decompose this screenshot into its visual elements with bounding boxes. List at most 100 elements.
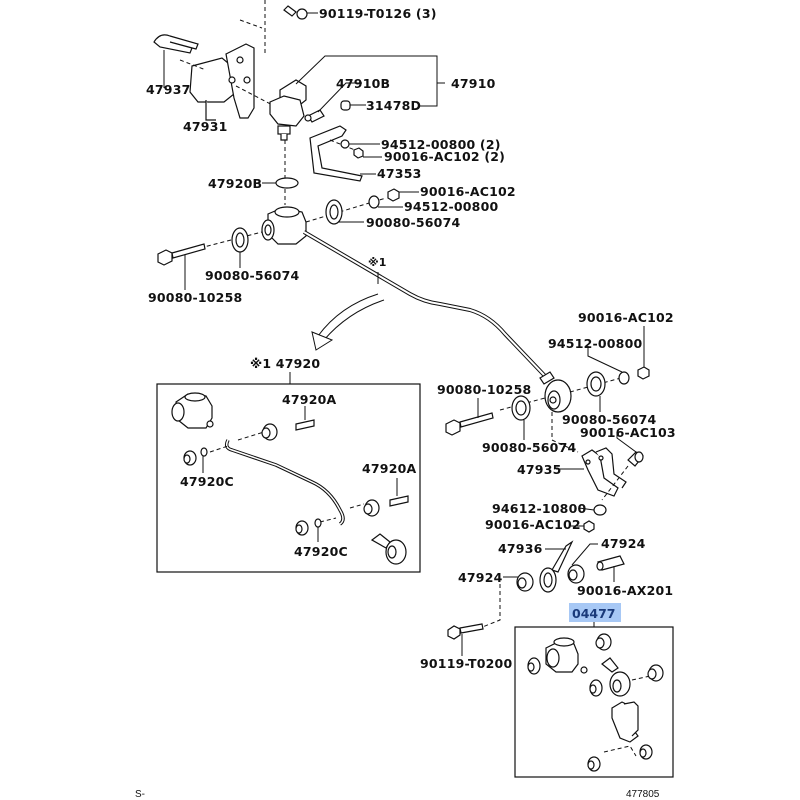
link-body-icon[interactable] [261,206,307,245]
part-label-04477[interactable]: 04477 [572,606,616,621]
valve-icon[interactable] [269,79,307,141]
washer-icon[interactable] [618,371,630,385]
bushing-icon[interactable] [647,664,664,682]
leader-line [587,346,623,373]
bushing-icon[interactable] [516,572,534,592]
nut-icon[interactable] [627,451,644,467]
part-label-90016-AC102-lower-top[interactable]: 90016-AC102 [578,310,674,325]
washer-icon[interactable] [314,518,322,528]
part-label-90016-AC102-lower[interactable]: 90016-AC102 [485,517,581,532]
washer-icon[interactable] [368,195,380,209]
part-label-31478D[interactable]: 31478D [366,98,421,113]
part-label-47935[interactable]: 47935 [517,462,562,477]
note-mark-1: ※1 [368,256,386,269]
bolt-icon[interactable] [157,243,206,266]
assembly-label-47920[interactable]: ※1 47920 [250,356,320,371]
part-label-94612-10800[interactable]: 94612-10800 [492,501,586,516]
washer-icon[interactable] [200,447,208,457]
part-label-47920C-2[interactable]: 47920C [294,544,348,559]
link-body-icon[interactable] [545,637,588,674]
part-label-90119-T0126[interactable]: 90119-T0126 (3) [319,6,437,21]
bushing-icon[interactable] [261,423,278,441]
part-label-47910B[interactable]: 47910B [336,76,390,91]
assembly-line [319,517,337,523]
part-label-94512-00800-lower[interactable]: 94512-00800 [548,336,642,351]
bolt-icon[interactable] [445,412,494,436]
part-label-90016-AC102-2[interactable]: 90016-AC102 (2) [384,149,505,164]
link-rod-icon[interactable] [302,230,547,378]
washer-icon[interactable] [340,139,350,149]
bracket-plate-icon[interactable] [309,125,363,182]
bushing-icon[interactable] [589,679,603,697]
nut-icon[interactable] [353,147,364,159]
bolt-icon[interactable] [283,5,308,20]
assembly-line [551,412,579,453]
bushing-icon[interactable] [325,199,343,225]
assembly-line [329,139,356,151]
part-label-90080-56074-upper-l[interactable]: 90080-56074 [205,268,299,283]
bracket-icon[interactable] [189,43,255,121]
bushing-icon[interactable] [295,520,309,536]
bushing-icon[interactable] [567,564,585,584]
collar-icon[interactable] [596,555,625,571]
part-label-47924-r[interactable]: 47924 [601,536,646,551]
part-label-47937[interactable]: 47937 [146,82,191,97]
part-label-47931[interactable]: 47931 [183,119,228,134]
pin-icon[interactable] [389,495,409,507]
eye-bolt-icon[interactable] [539,540,574,593]
end-fitting-icon[interactable] [370,533,407,565]
part-label-90080-56074-upper-r[interactable]: 90080-56074 [366,215,460,230]
bushing-icon[interactable] [586,371,606,397]
bushing-icon[interactable] [511,395,531,421]
part-label-90119-T0200[interactable]: 90119-T0200 [420,656,512,671]
bushing-icon[interactable] [639,744,653,760]
pin-icon[interactable] [295,419,315,431]
part-label-94512-00800-2[interactable]: 94512-00800 (2) [381,137,501,152]
washer-icon[interactable] [593,504,607,516]
bolt-icon[interactable] [153,34,199,54]
part-label-90016-AC103[interactable]: 90016-AC103 [580,425,676,440]
plug-icon[interactable] [340,100,351,111]
bushing-icon[interactable] [587,756,601,772]
nut-icon[interactable] [387,188,400,202]
fitting-icon[interactable] [304,109,325,123]
assembly-line [209,445,229,453]
part-label-47920A-2[interactable]: 47920A [362,461,416,476]
part-label-90016-AX201[interactable]: 90016-AX201 [577,583,673,598]
assembly-line [237,431,265,441]
part-label-47920C-1[interactable]: 47920C [180,474,234,489]
part-label-47924-l[interactable]: 47924 [458,570,503,585]
o-ring-icon[interactable] [275,177,299,189]
part-label-47936[interactable]: 47936 [498,541,543,556]
part-label-94512-00800-upper[interactable]: 94512-00800 [404,199,498,214]
assembly-box-47920 [156,383,421,573]
part-label-90080-56074-lower-r[interactable]: 90080-56074 [562,412,656,427]
bushing-icon[interactable] [231,227,249,253]
nut-icon[interactable] [583,520,595,533]
link-end-icon[interactable] [539,371,572,413]
bolt-icon[interactable] [447,623,484,640]
shackle-icon[interactable] [611,701,639,743]
assembly-line [601,465,629,501]
part-label-90080-56074-lower-l[interactable]: 90080-56074 [482,440,576,455]
link-body-icon[interactable] [171,392,214,429]
bushing-icon[interactable] [363,499,380,517]
bushing-icon[interactable] [183,450,197,466]
shackle-icon[interactable] [581,447,627,497]
link-end-icon[interactable] [601,657,631,697]
part-label-47353[interactable]: 47353 [377,166,422,181]
bushing-icon[interactable] [595,633,612,651]
link-rod-icon[interactable] [224,439,345,526]
part-label-47910[interactable]: 47910 [451,76,496,91]
nut-icon[interactable] [637,366,650,380]
kit-label-highlight [569,603,621,622]
part-label-90016-AC102-upper[interactable]: 90016-AC102 [420,184,516,199]
part-label-47920A-1[interactable]: 47920A [282,392,336,407]
bushing-icon[interactable] [527,657,541,675]
assembly-line [239,19,263,29]
leader-line [616,432,637,453]
part-label-90080-10258-upper[interactable]: 90080-10258 [148,290,242,305]
part-label-47920B[interactable]: 47920B [208,176,262,191]
part-label-90080-10258-lower[interactable]: 90080-10258 [437,382,531,397]
